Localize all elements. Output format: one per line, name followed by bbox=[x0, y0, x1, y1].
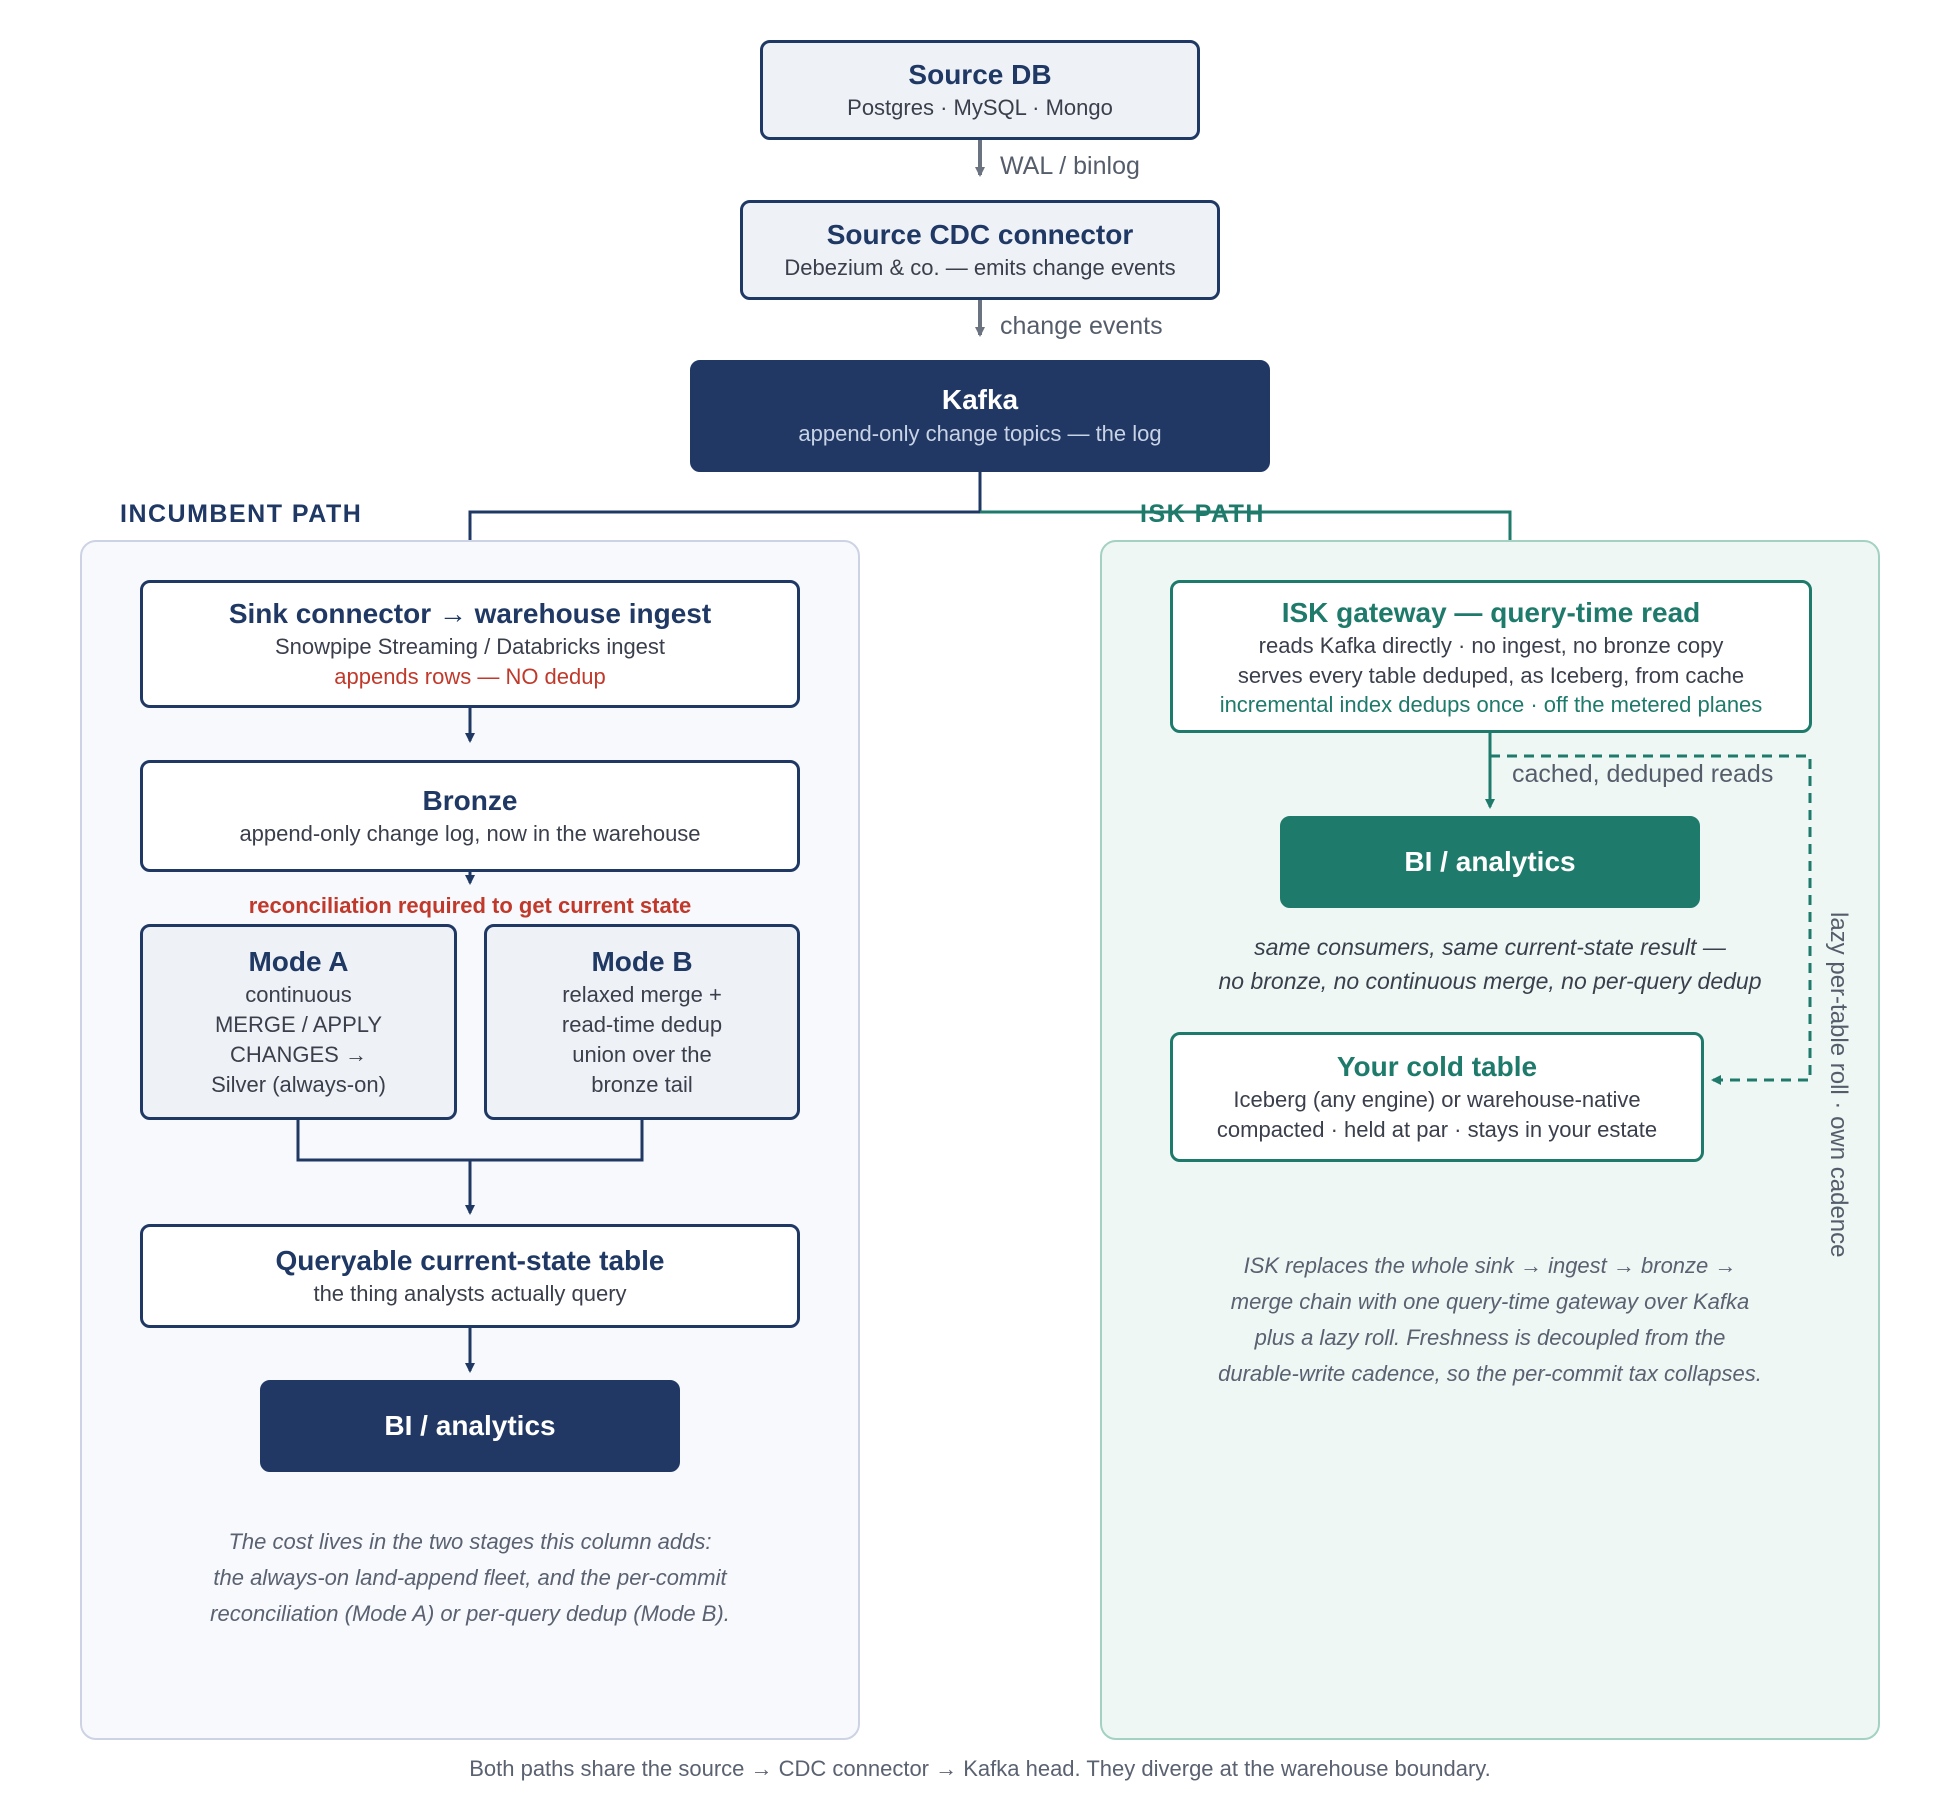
fork-isk bbox=[980, 510, 1512, 540]
queryable-sub: the thing analysts actually query bbox=[313, 1281, 627, 1306]
mode-a-line: Silver (always-on) bbox=[211, 1072, 386, 1097]
consumers-note-line: no bronze, no continuous merge, no per-q… bbox=[1218, 968, 1762, 994]
reconciliation-warning: reconciliation required to get current s… bbox=[248, 893, 692, 918]
incumbent-path-title: INCUMBENT PATH bbox=[120, 500, 363, 528]
same-consumers-note: same consumers, same current-state resul… bbox=[1150, 930, 1830, 998]
mode-a-title: Mode A bbox=[248, 946, 349, 977]
footer-caption: Both paths share the source → CDC connec… bbox=[469, 1756, 1491, 1781]
cdc-connector-box: Source CDC connector Debezium & co. — em… bbox=[740, 200, 1220, 300]
incumbent-cost-note: The cost lives in the two stages this co… bbox=[100, 1524, 840, 1632]
incumbent-note-line: reconciliation (Mode A) or per-query ded… bbox=[210, 1601, 730, 1626]
mode-b-text: relaxed merge + read-time dedup union ov… bbox=[562, 980, 722, 1100]
sink-sub: Snowpipe Streaming / Databricks ingest bbox=[274, 634, 666, 659]
mode-a-line: CHANGES → bbox=[230, 1042, 367, 1067]
queryable-table-box: Queryable current-state table the thing … bbox=[140, 1224, 800, 1328]
gateway-sub-3: incremental index dedups once · off the … bbox=[1219, 691, 1763, 717]
bronze-sub: append-only change log, now in the wareh… bbox=[239, 821, 701, 846]
source-db-title: Source DB bbox=[908, 59, 1052, 90]
incumbent-note-line: The cost lives in the two stages this co… bbox=[228, 1529, 712, 1554]
mode-b-line: union over the bbox=[572, 1042, 712, 1067]
cold-sub-2: compacted · held at par · stays in your … bbox=[1216, 1117, 1658, 1142]
isk-note-line: ISK replaces the whole sink → ingest → b… bbox=[1243, 1253, 1737, 1278]
bronze-title: Bronze bbox=[422, 785, 518, 816]
sink-connector-box: Sink connector → warehouse ingest Snowpi… bbox=[140, 580, 800, 708]
source-db-sub: Postgres · MySQL · Mongo bbox=[847, 95, 1113, 120]
mode-a-text: continuous MERGE / APPLY CHANGES → Silve… bbox=[211, 980, 386, 1100]
isk-gateway-box: ISK gateway — query-time read reads Kafk… bbox=[1170, 580, 1812, 733]
cdc-sub: Debezium & co. — emits change events bbox=[784, 255, 1176, 280]
edge-label-wal: WAL / binlog bbox=[1000, 152, 1140, 180]
cdc-title: Source CDC connector bbox=[826, 219, 1134, 250]
mode-b-line: read-time dedup bbox=[561, 1012, 723, 1037]
mode-b-line: bronze tail bbox=[591, 1072, 693, 1097]
isk-note-line: merge chain with one query-time gateway … bbox=[1230, 1289, 1750, 1314]
mode-a-line: MERGE / APPLY bbox=[214, 1012, 383, 1037]
isk-bi-box: BI / analytics bbox=[1280, 816, 1700, 908]
gateway-sub-2: serves every table deduped, as Iceberg, … bbox=[1237, 662, 1745, 688]
queryable-title: Queryable current-state table bbox=[275, 1245, 665, 1276]
lazy-roll-dashed bbox=[1490, 754, 1812, 1085]
gateway-title: ISK gateway — query-time read bbox=[1281, 596, 1701, 628]
incumbent-bi-label: BI / analytics bbox=[384, 1410, 556, 1441]
cold-sub-1: Iceberg (any engine) or warehouse-native bbox=[1233, 1087, 1641, 1112]
isk-path-title: ISK PATH bbox=[1140, 500, 1265, 528]
bronze-box: Bronze append-only change log, now in th… bbox=[140, 760, 800, 872]
kafka-box: Kafka append-only change topics — the lo… bbox=[690, 360, 1270, 472]
edge-label-change-events: change events bbox=[1000, 312, 1163, 340]
isk-note-line: plus a lazy roll. Freshness is decoupled… bbox=[1254, 1325, 1726, 1350]
mode-a-line: continuous bbox=[245, 982, 352, 1007]
consumers-note-line: same consumers, same current-state resul… bbox=[1254, 934, 1726, 960]
isk-summary-note: ISK replaces the whole sink → ingest → b… bbox=[1140, 1248, 1840, 1392]
sink-warning: appends rows — NO dedup bbox=[334, 664, 606, 689]
fork-incumbent bbox=[468, 472, 982, 540]
source-db-box: Source DB Postgres · MySQL · Mongo bbox=[760, 40, 1200, 140]
mode-b-line: relaxed merge + bbox=[562, 982, 722, 1007]
sink-title: Sink connector → warehouse ingest bbox=[228, 598, 712, 629]
gateway-sub-1: reads Kafka directly · no ingest, no bro… bbox=[1258, 632, 1724, 658]
isk-note-line: durable-write cadence, so the per-commit… bbox=[1218, 1361, 1762, 1386]
incumbent-note-line: the always-on land-append fleet, and the… bbox=[213, 1565, 727, 1590]
isk-bi-label: BI / analytics bbox=[1404, 846, 1576, 877]
cold-title: Your cold table bbox=[1336, 1051, 1538, 1082]
merge-modes bbox=[296, 1120, 644, 1162]
kafka-title: Kafka bbox=[941, 384, 1019, 415]
mode-b-title: Mode B bbox=[591, 946, 693, 977]
mode-a-box: Mode A continuous MERGE / APPLY CHANGES … bbox=[140, 924, 457, 1120]
edge-label-cached-reads: cached, deduped reads bbox=[1512, 760, 1774, 788]
cold-table-box: Your cold table Iceberg (any engine) or … bbox=[1170, 1032, 1704, 1162]
lazy-roll-label: lazy per-table roll · own cadence bbox=[1825, 912, 1852, 1258]
incumbent-bi-box: BI / analytics bbox=[260, 1380, 680, 1472]
mode-b-box: Mode B relaxed merge + read-time dedup u… bbox=[484, 924, 800, 1120]
kafka-sub: append-only change topics — the log bbox=[798, 421, 1162, 446]
